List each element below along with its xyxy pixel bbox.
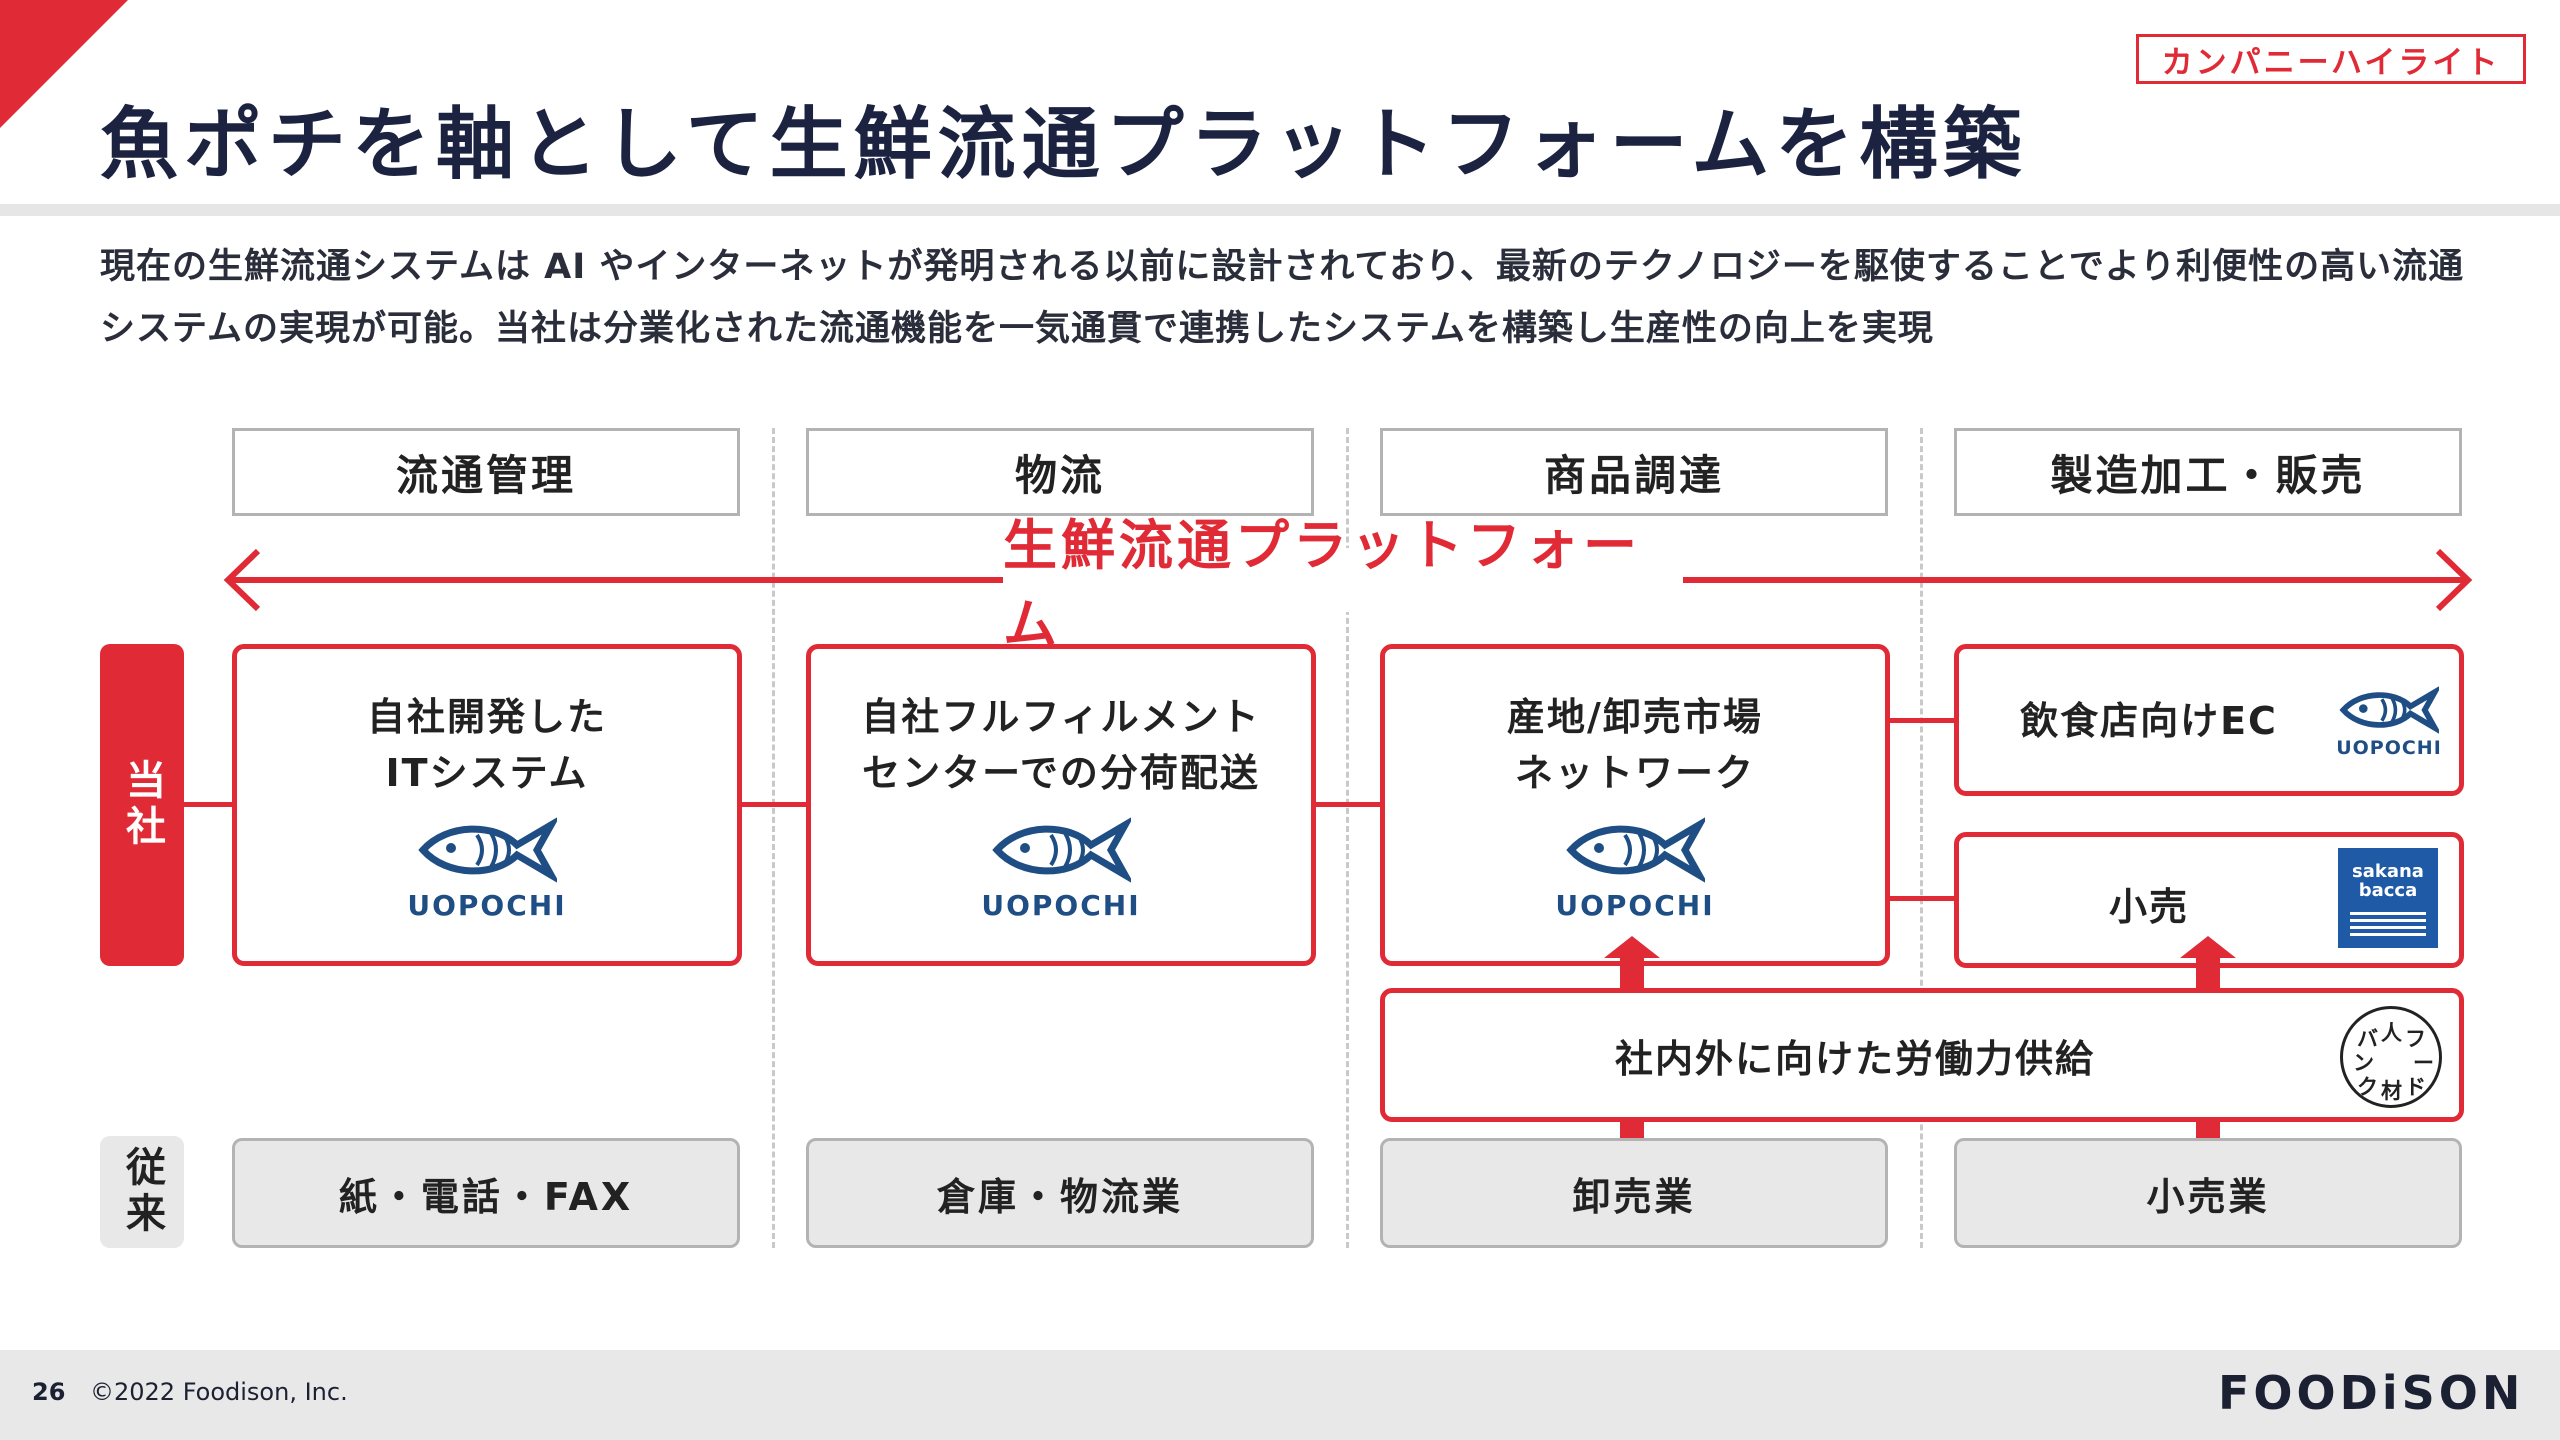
- uopochi-logo: UOPOCHI: [971, 815, 1151, 925]
- copyright: ©2022 Foodison, Inc.: [90, 1378, 348, 1406]
- arrow-up-icon: [2180, 936, 2236, 992]
- title-divider: [0, 204, 2560, 216]
- column-divider: [1920, 428, 1923, 1248]
- logo-wordmark: UOPOCHI: [407, 889, 567, 922]
- column-divider: [1346, 428, 1349, 1248]
- fish-icon: [2339, 686, 2439, 734]
- column-divider: [772, 428, 775, 1248]
- stamp-char: バ: [2357, 1027, 2378, 1051]
- stamp-char: 材: [2381, 1079, 2402, 1103]
- uopochi-logo: UOPOCHI: [2333, 685, 2445, 765]
- connector-line: [738, 802, 808, 807]
- column-header-procurement: 商品調達: [1380, 428, 1888, 516]
- connector-line: [1312, 802, 1382, 807]
- box-line: 自社フルフィルメント: [861, 695, 1261, 739]
- side-label-ours: 当社: [100, 644, 184, 966]
- logo-wordmark: sakana: [2352, 861, 2424, 882]
- stamp-char: 人: [2381, 1021, 2402, 1045]
- box-line: ITシステム: [385, 751, 589, 795]
- page-title: 魚ポチを軸として生鮮流通プラットフォームを構築: [100, 100, 2028, 190]
- logo-stripes: [2350, 912, 2426, 936]
- brand-logo: FOODiSON: [2218, 1366, 2525, 1420]
- platform-label: 生鮮流通プラットフォーム: [1003, 514, 1683, 656]
- section-badge: カンパニーハイライト: [2136, 34, 2526, 84]
- fish-icon: [992, 817, 1131, 883]
- legacy-retail: 小売業: [1954, 1138, 2462, 1248]
- side-label-legacy: 従来: [100, 1136, 184, 1248]
- sakana-bacca-logo: sakana bacca: [2338, 848, 2438, 948]
- human-bank-stamp: バ 人 フ ン ー ク 材 ド: [2340, 1006, 2442, 1108]
- box-labor-supply: 社内外に向けた労働力供給: [1380, 988, 2464, 1122]
- stamp-char: ン: [2353, 1051, 2374, 1075]
- logo-wordmark: UOPOCHI: [1555, 889, 1715, 922]
- stamp-char: フ: [2405, 1027, 2426, 1051]
- connector-line: [184, 802, 234, 807]
- uopochi-logo: UOPOCHI: [397, 815, 577, 925]
- footer-bar: [0, 1350, 2560, 1440]
- legacy-warehouse-logistics: 倉庫・物流業: [806, 1138, 1314, 1248]
- box-label: 小売: [2108, 885, 2189, 929]
- box-fulfillment: 自社フルフィルメント センターでの分荷配送 UOPOCHI: [806, 644, 1316, 966]
- uopochi-logo: UOPOCHI: [1545, 815, 1725, 925]
- stamp-char: ク: [2357, 1075, 2378, 1099]
- fish-icon: [1566, 817, 1705, 883]
- column-header-distribution: 流通管理: [232, 428, 740, 516]
- logo-wordmark: bacca: [2358, 880, 2418, 901]
- box-line: 産地/卸売市場: [1507, 695, 1763, 739]
- column-header-manufacturing-sales: 製造加工・販売: [1954, 428, 2462, 516]
- corner-accent: [0, 0, 128, 128]
- page-number: 26: [32, 1378, 66, 1406]
- box-label: 社内外に向けた労働力供給: [1614, 1037, 2095, 1081]
- logo-wordmark: UOPOCHI: [981, 889, 1141, 922]
- box-restaurant-ec: 飲食店向けEC UOPOCHI: [1954, 644, 2464, 796]
- legacy-paper-phone-fax: 紙・電話・FAX: [232, 1138, 740, 1248]
- stamp-char: ド: [2405, 1075, 2426, 1099]
- connector-line: [1886, 896, 1956, 901]
- box-line: ネットワーク: [1514, 751, 1755, 795]
- legacy-wholesale: 卸売業: [1380, 1138, 1888, 1248]
- box-label: 飲食店向けEC: [2020, 699, 2278, 743]
- logo-wordmark: UOPOCHI: [2336, 737, 2442, 759]
- stamp-char: ー: [2413, 1051, 2434, 1075]
- column-header-logistics: 物流: [806, 428, 1314, 516]
- box-line: 自社開発した: [366, 695, 607, 739]
- arrow-up-icon: [1604, 936, 1660, 992]
- fish-icon: [418, 817, 557, 883]
- box-network: 産地/卸売市場 ネットワーク UOPOCHI: [1380, 644, 1890, 966]
- box-line: センターでの分荷配送: [862, 751, 1260, 795]
- connector-line: [1886, 718, 1956, 723]
- lead-text: 現在の生鮮流通システムは AI やインターネットが発明される以前に設計されており…: [100, 247, 2465, 349]
- box-it-system: 自社開発した ITシステム UOPOCHI: [232, 644, 742, 966]
